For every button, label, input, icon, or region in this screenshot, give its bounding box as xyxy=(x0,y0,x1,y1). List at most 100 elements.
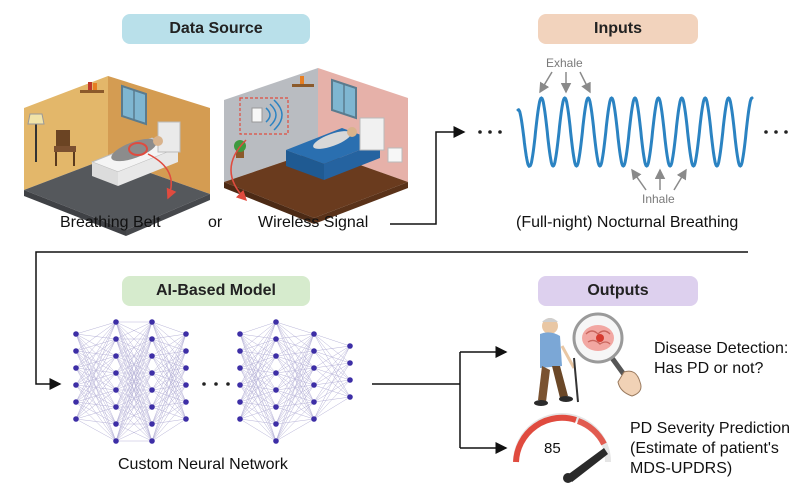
breathing-belt-label: Breathing Belt xyxy=(60,214,161,231)
network-edge xyxy=(239,321,277,369)
elderly-patient-illustration xyxy=(534,318,579,406)
network-node xyxy=(237,365,243,371)
network-edge xyxy=(75,372,117,420)
or-label: or xyxy=(208,214,223,231)
network-node xyxy=(149,370,155,376)
network-edge xyxy=(313,362,351,420)
network-edge xyxy=(151,418,187,442)
network-edge xyxy=(239,372,277,420)
network-edge xyxy=(275,333,315,340)
network-node xyxy=(183,416,189,422)
network-edge xyxy=(115,389,153,442)
network-edge xyxy=(115,321,153,357)
network-edge xyxy=(151,333,187,442)
network-node xyxy=(311,365,317,371)
network-edge xyxy=(239,321,277,420)
exhale-label: Exhale xyxy=(546,56,583,70)
network-edge xyxy=(275,333,315,442)
network-node xyxy=(149,336,155,342)
network-node xyxy=(149,387,155,393)
network-edge xyxy=(151,367,187,442)
network-edge xyxy=(115,406,153,442)
bedroom-belt-illustration xyxy=(24,76,210,236)
network-edge xyxy=(239,321,277,335)
network-edge xyxy=(75,321,117,335)
network-node xyxy=(237,416,243,422)
network-node xyxy=(113,370,119,376)
network-edge xyxy=(313,396,351,420)
network-edge xyxy=(275,333,315,425)
network-node xyxy=(347,360,353,366)
network-node xyxy=(149,319,155,325)
network-edge xyxy=(151,333,187,408)
arrow-source-to-inputs xyxy=(390,126,466,225)
network-edge xyxy=(275,418,315,442)
network-edge xyxy=(75,321,117,352)
network-node xyxy=(311,348,317,354)
network-node xyxy=(73,399,79,405)
network-edge xyxy=(151,333,187,340)
network-edge xyxy=(115,321,153,391)
network-node xyxy=(347,394,353,400)
network-node xyxy=(113,353,119,359)
network-node xyxy=(113,404,119,410)
network-edge xyxy=(75,338,117,420)
network-edge xyxy=(313,345,351,386)
network-node xyxy=(149,404,155,410)
network-edge xyxy=(115,355,153,442)
network-node xyxy=(273,336,279,342)
network-node xyxy=(149,353,155,359)
network-edge xyxy=(275,401,315,442)
network-edge xyxy=(275,333,315,374)
network-node xyxy=(237,331,243,337)
network-edge xyxy=(75,389,117,420)
network-edge xyxy=(313,345,351,352)
network-edge xyxy=(239,406,277,420)
network-edge xyxy=(151,321,187,335)
network-edge xyxy=(115,338,153,442)
arrow-model-to-outputs xyxy=(372,346,508,454)
network-node xyxy=(149,438,155,444)
network-node xyxy=(237,399,243,405)
network-edge xyxy=(275,321,315,335)
has-pd-label: Has PD or not? xyxy=(654,360,764,377)
network-node xyxy=(311,382,317,388)
network-edge xyxy=(313,379,351,420)
network-edge xyxy=(151,384,187,442)
network-node xyxy=(273,438,279,444)
gauge-icon xyxy=(513,413,611,483)
network-edge xyxy=(75,418,117,442)
network-node xyxy=(183,382,189,388)
inputs-title: Inputs xyxy=(538,14,698,44)
network-node xyxy=(311,331,317,337)
network-node xyxy=(273,353,279,359)
breathing-waveform xyxy=(478,71,788,191)
network-node xyxy=(311,416,317,422)
inhale-label: Inhale xyxy=(642,192,675,206)
network-node xyxy=(113,319,119,325)
network-edge xyxy=(75,406,117,420)
network-edge xyxy=(313,345,351,369)
severity-title-label: PD Severity Prediction xyxy=(630,420,791,437)
network-node xyxy=(73,382,79,388)
severity-mds-label: MDS-UPDRS) xyxy=(630,460,733,477)
neural-network-label: Custom Neural Network xyxy=(118,456,288,473)
bedroom-wireless-illustration xyxy=(224,68,408,224)
network-node xyxy=(73,331,79,337)
network-ellipsis xyxy=(202,382,230,386)
network-node xyxy=(149,421,155,427)
network-node xyxy=(273,404,279,410)
network-edge xyxy=(75,321,117,420)
network-edge xyxy=(115,321,153,340)
network-node xyxy=(273,387,279,393)
network-edge xyxy=(275,350,315,442)
network-edge xyxy=(151,333,187,391)
network-edge xyxy=(313,345,351,420)
network-edge xyxy=(239,321,277,386)
network-edge xyxy=(313,333,351,347)
network-node xyxy=(183,331,189,337)
network-node xyxy=(273,370,279,376)
network-edge xyxy=(239,418,277,425)
